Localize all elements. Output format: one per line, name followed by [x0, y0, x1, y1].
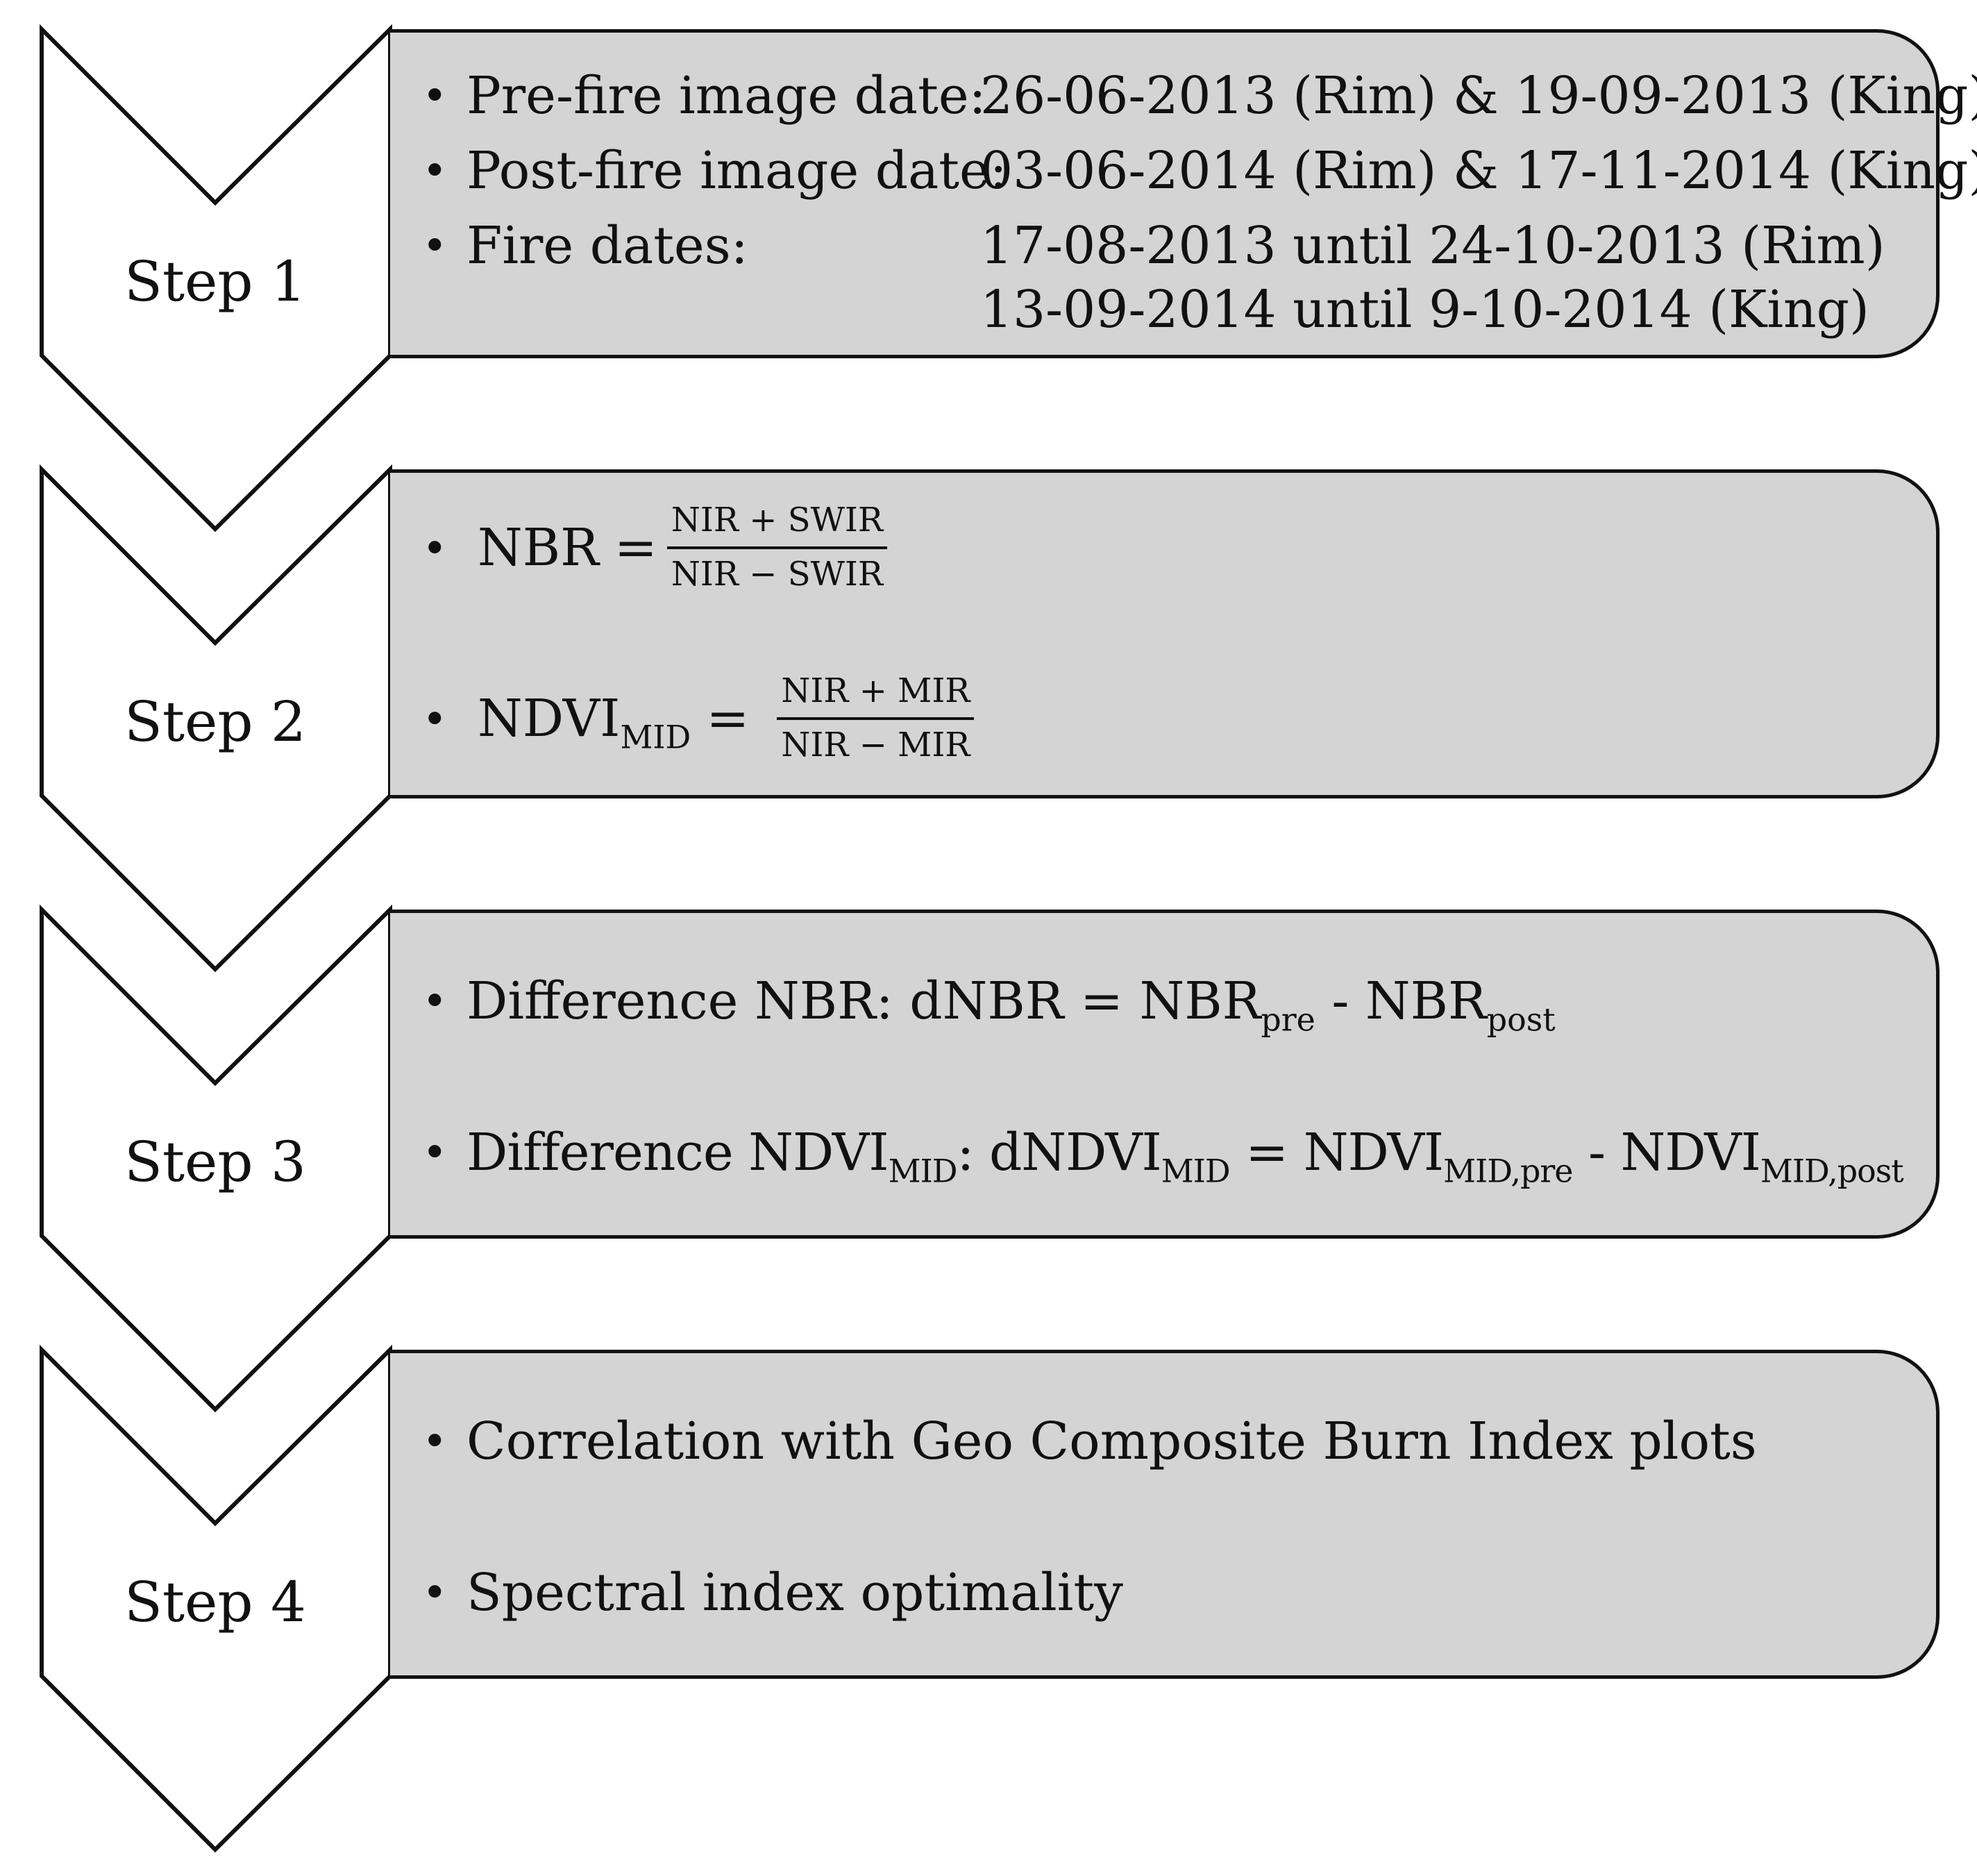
post-fire-value: 03-06-2014 (Rim) & 17-11-2014 (King)	[980, 141, 1977, 201]
step-4-label: Step 4	[124, 1570, 306, 1634]
nbr-equals: =	[614, 517, 657, 578]
bullet-icon: •	[422, 1416, 448, 1466]
dnbr-line: Difference NBR: dNBR = NBRpre - NBRpost	[466, 971, 1556, 1039]
step-1-box: • Pre-fire image date: 26-06-2013 (Rim) …	[390, 29, 1977, 358]
nbr-numerator: NIR + SWIR	[666, 501, 888, 549]
pre-fire-value: 26-06-2013 (Rim) & 19-09-2013 (King)	[980, 66, 1977, 126]
nbr-formula: NBR = NIR + SWIR NIR − SWIR	[478, 501, 888, 594]
fire-dates-label: Fire dates:	[466, 216, 748, 276]
post-fire-label: Post-fire image date:	[466, 141, 1007, 201]
step-4-box: • Correlation with Geo Composite Burn In…	[390, 1350, 1940, 1679]
ndvi-numerator: NIR + MIR	[777, 671, 975, 720]
bullet-icon: •	[422, 70, 448, 121]
bullet-icon: •	[422, 523, 448, 573]
ndvi-fraction: NIR + MIR NIR − MIR	[777, 671, 975, 765]
step-2-label: Step 2	[124, 689, 306, 754]
fire-dates-rim: 17-08-2013 until 24-10-2013 (Rim)	[980, 216, 1885, 276]
nbr-fraction: NIR + SWIR NIR − SWIR	[666, 501, 888, 594]
step-3-label: Step 3	[124, 1130, 306, 1194]
nbr-denominator: NIR − SWIR	[671, 554, 884, 594]
step-3-box: • Difference NBR: dNBR = NBRpre - NBRpos…	[390, 910, 1940, 1239]
bullet-icon: •	[422, 694, 448, 744]
bullet-icon: •	[422, 975, 448, 1026]
ndvi-equals: =	[706, 688, 750, 748]
optimality-item: Spectral index optimality	[466, 1563, 1123, 1623]
fire-dates-king: 13-09-2014 until 9-10-2014 (King)	[980, 280, 1869, 340]
pre-fire-label: Pre-fire image date:	[466, 66, 986, 126]
ndvi-denominator: NIR − MIR	[781, 725, 970, 764]
bullet-icon: •	[422, 1567, 448, 1618]
correlation-item: Correlation with Geo Composite Burn Inde…	[466, 1412, 1757, 1471]
bullet-icon: •	[422, 220, 448, 271]
step-1-label: Step 1	[124, 249, 306, 314]
ndvi-lhs: NDVIMID	[478, 688, 691, 756]
dndvi-line: Difference NDVIMID: dNDVIMID = NDVIMID,p…	[466, 1123, 1904, 1190]
nbr-lhs: NBR	[478, 517, 599, 578]
bullet-icon: •	[422, 1127, 448, 1178]
bullet-icon: •	[422, 145, 448, 196]
step-2-box: • NBR = NIR + SWIR NIR − SWIR • NDVIMID …	[390, 469, 1940, 798]
ndvi-formula: NDVIMID = NIR + MIR NIR − MIR	[478, 671, 975, 765]
